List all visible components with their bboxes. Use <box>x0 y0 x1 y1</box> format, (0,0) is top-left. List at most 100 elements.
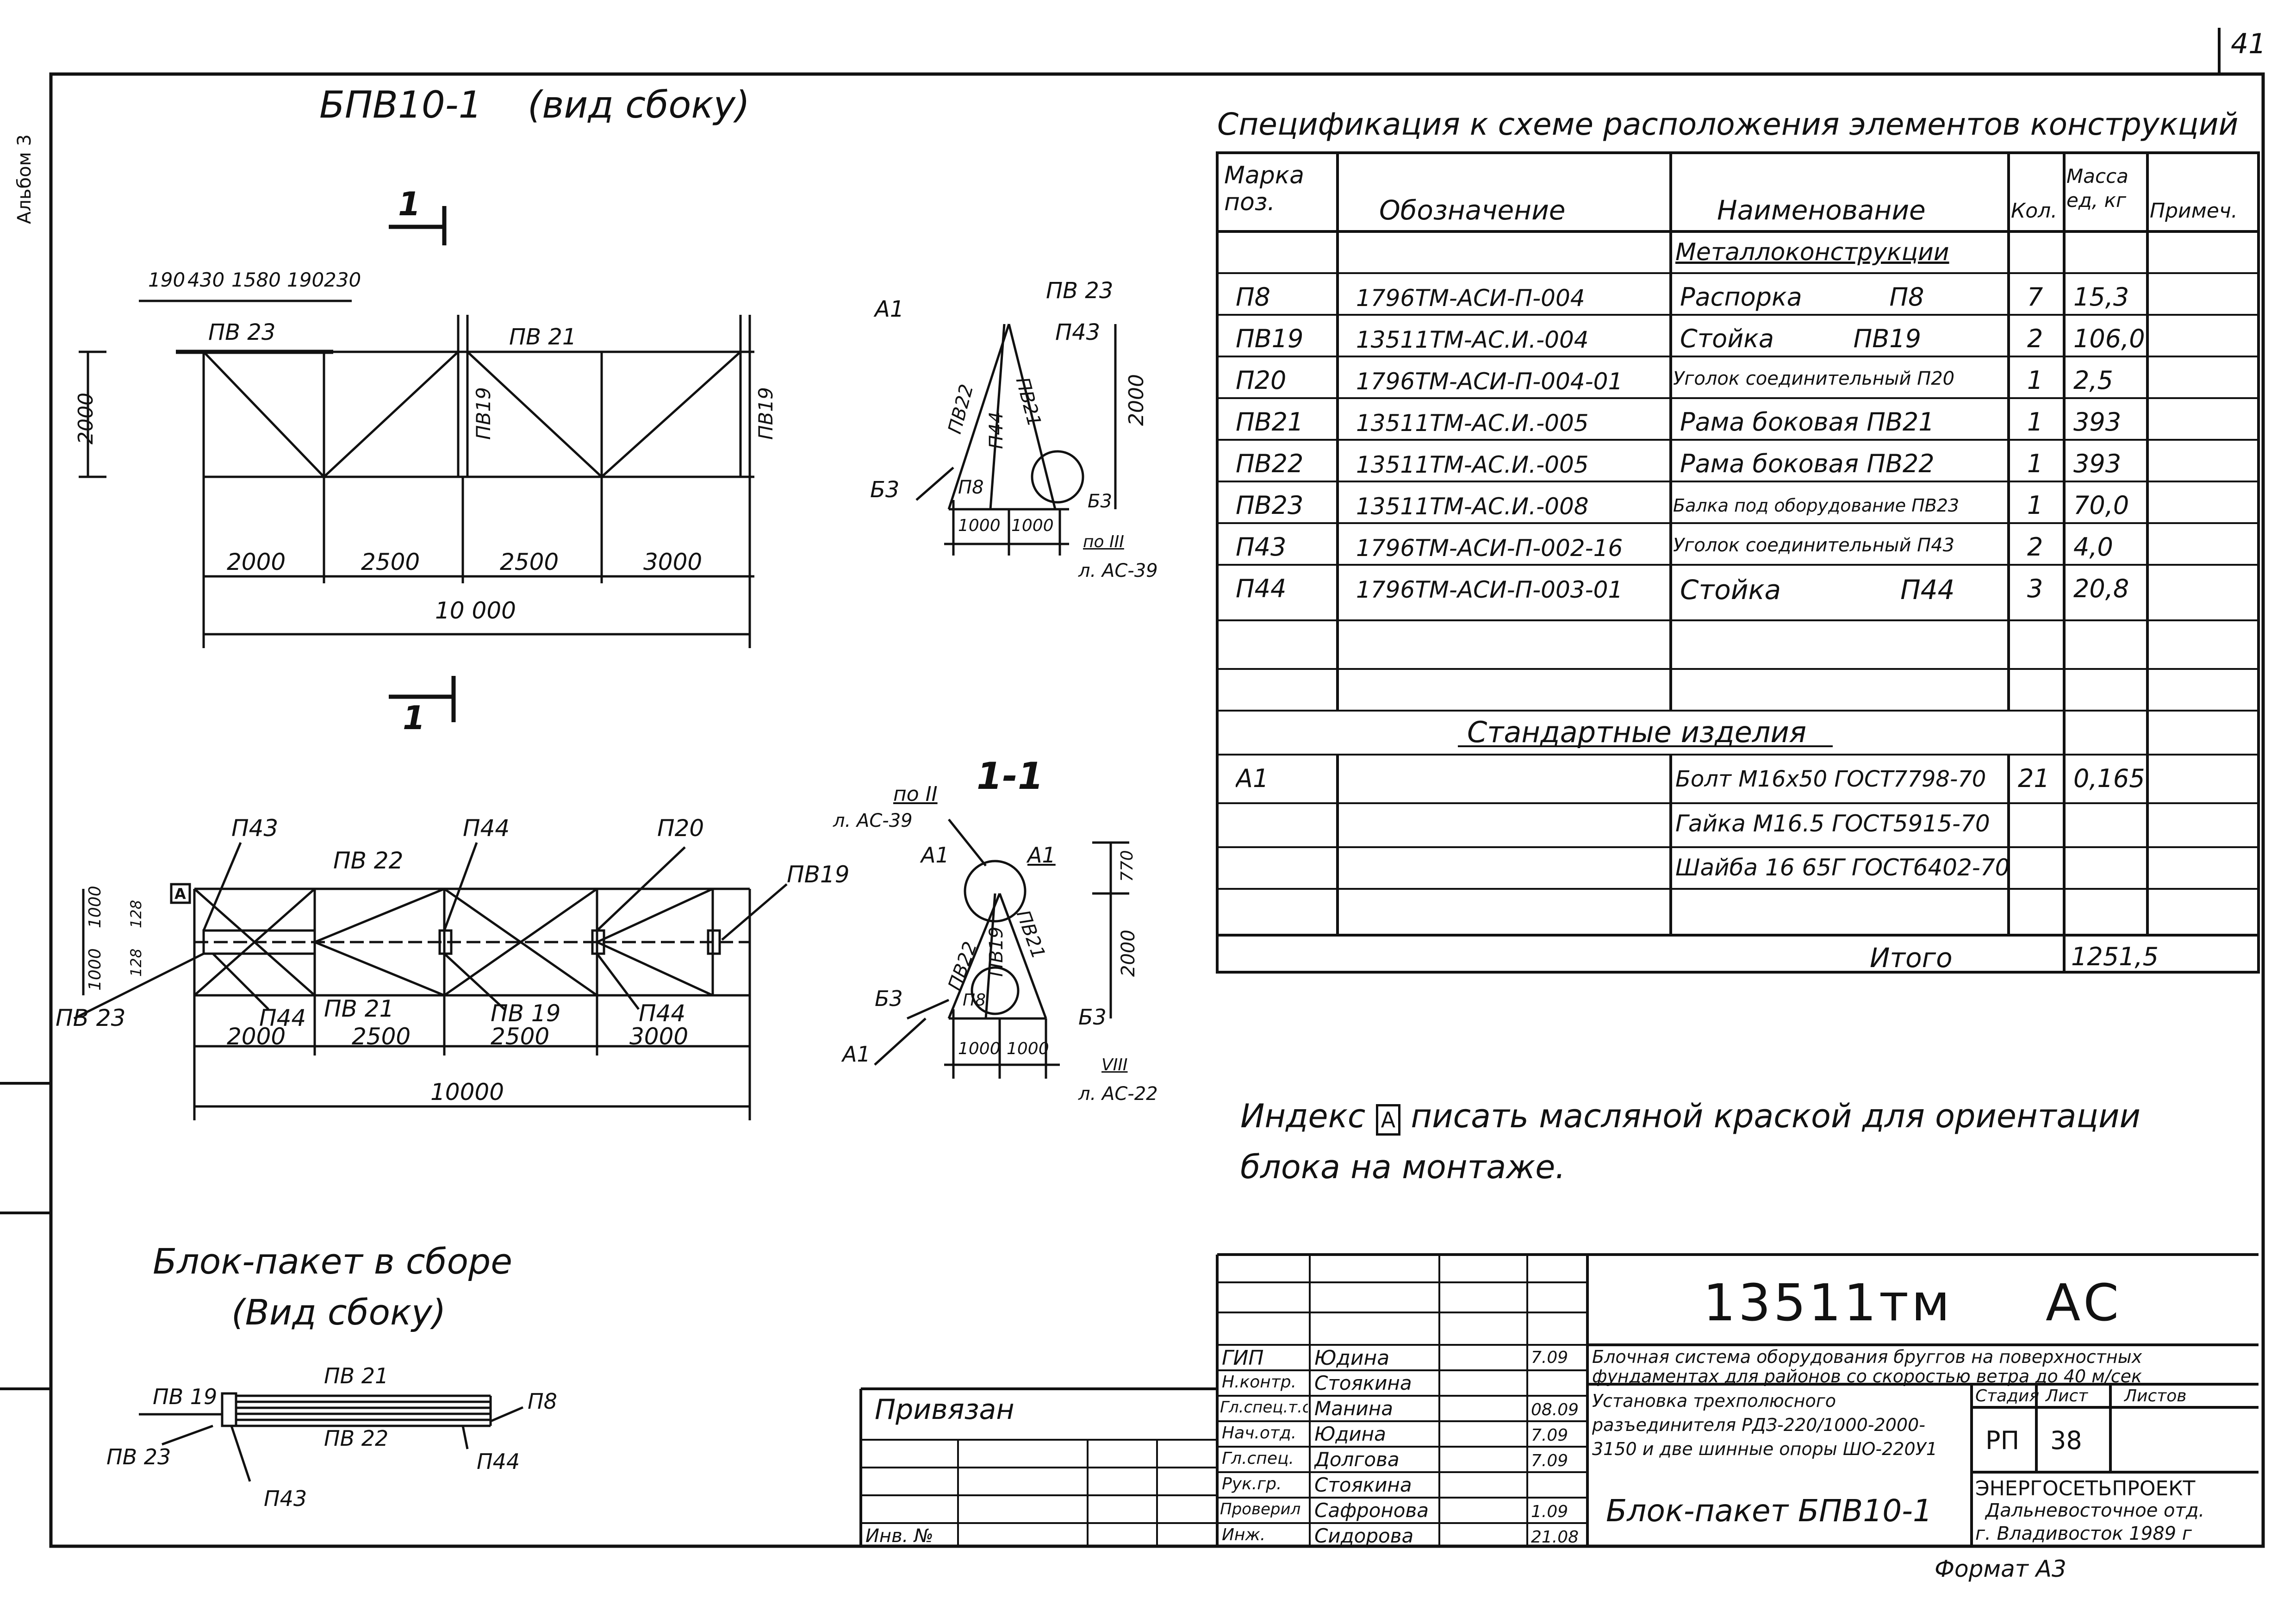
section-1-1-label: П8 <box>963 991 986 1010</box>
row-name: Балка под оборудование ПВ23 <box>1673 495 1960 516</box>
row-designation: 13511ТМ-АС.И.-005 <box>1356 451 1589 478</box>
org-line1: ЭНЕРГОСЕТЬПРОЕКТ <box>1975 1477 2196 1500</box>
title-code-number: 13511тм <box>1703 1273 1953 1332</box>
row-qty: 7 <box>2027 282 2043 312</box>
title-block-grid <box>859 1253 2259 1546</box>
row-mass: 2,5 <box>2073 366 2113 395</box>
section-top-label: ПВ 23 <box>1046 278 1114 304</box>
member-label: ПВ 21 <box>509 324 577 350</box>
sig-role: Н.контр. <box>1222 1373 1297 1392</box>
row-mass: 15,3 <box>2073 282 2129 312</box>
row-designation: 1796ТМ-АСИ-П-004 <box>1356 285 1585 312</box>
note-word: Индекс <box>1240 1097 1366 1135</box>
section-1-1 <box>874 818 1129 1079</box>
spec-total-label: Итого <box>1870 942 1953 974</box>
spec-title: Спецификация к схеме расположения элемен… <box>1217 106 2239 142</box>
plan-label: П20 <box>657 815 704 842</box>
row-mark: П43 <box>1236 532 1287 562</box>
spec-header-qty: Кол. <box>2011 199 2058 223</box>
side-view-subtitle: (вид сбоку) <box>528 83 750 126</box>
row-mark: ПВ21 <box>1236 407 1304 437</box>
assembled-label: ПВ 22 <box>324 1426 389 1451</box>
row-designation: 1796ТМ-АСИ-П-004-01 <box>1356 368 1623 395</box>
title-code: 13511тм АС <box>1703 1273 2122 1332</box>
top-dim: 230 <box>324 269 361 291</box>
top-dim: 190 <box>148 269 186 291</box>
top-dim: 430 <box>187 269 225 291</box>
row-name: Стойка П44 <box>1680 574 1955 606</box>
note-line2: блока на монтаже. <box>1240 1148 1566 1186</box>
height-dim: 2000 <box>74 393 98 444</box>
sig-role: ГИП <box>1222 1346 1264 1370</box>
index-mark: А <box>174 885 186 903</box>
sig-date: 1.09 <box>1531 1502 1568 1521</box>
row-mass: 20,8 <box>2073 574 2129 603</box>
row-mass: 106,0 <box>2073 324 2145 353</box>
left-margin-label: Альбом 3 <box>14 134 35 224</box>
plan-label: ПВ19 <box>787 861 850 888</box>
section-top-label: П43 <box>1055 319 1101 345</box>
assembled-label: П43 <box>264 1486 307 1511</box>
plan-span-dim: 3000 <box>629 1023 689 1050</box>
row-mark: ПВ19 <box>1236 324 1304 353</box>
member-label: ПВ19 <box>472 387 495 440</box>
note-index-box: А <box>1375 1104 1401 1136</box>
section-top-frame <box>915 324 1117 556</box>
plan-label: П44 <box>259 1005 306 1031</box>
sig-date: 7.09 <box>1531 1426 1568 1445</box>
sig-name: Юдина <box>1314 1346 1390 1370</box>
span-dim: 2500 <box>361 549 420 575</box>
section-1-1-ref-sheet2: л. АС-22 <box>1078 1083 1158 1105</box>
plan-label: П44 <box>639 1000 686 1027</box>
sig-name: Стоякина <box>1314 1474 1412 1496</box>
page-number: 41 <box>2231 28 2266 60</box>
spec-table-grid <box>1216 151 2260 974</box>
plan-span-dim: 2500 <box>491 1023 550 1050</box>
sheet-header: Лист <box>2046 1387 2088 1405</box>
row-name: Болт М16х50 ГОСТ7798-70 <box>1675 766 1986 792</box>
format-label: Формат А3 <box>1935 1555 2066 1582</box>
assembled-label: ПВ 23 <box>106 1444 171 1469</box>
row-mark: П20 <box>1236 366 1287 395</box>
inv-label: Инв. № <box>865 1525 933 1547</box>
assembled-subtitle: (Вид сбоку) <box>231 1292 446 1333</box>
section-1-1-title: 1-1 <box>977 755 1044 798</box>
section-1-1-dim: 770 <box>1118 850 1137 882</box>
row-name: Рама боковая ПВ22 <box>1680 449 1935 478</box>
row-name: Шайба 16 65Г ГОСТ6402-70 <box>1675 854 2010 881</box>
section-1-1-label: Б3 <box>1078 1005 1107 1030</box>
row-qty: 1 <box>2027 491 2043 520</box>
assembled-label: П44 <box>477 1449 520 1474</box>
row-designation: 1796ТМ-АСИ-П-002-16 <box>1356 535 1623 562</box>
org-line2: Дальневосточное отд. <box>1985 1500 2205 1521</box>
section-1-1-dim: 1000 <box>958 1039 1001 1058</box>
plan-left-dim: 1000 <box>86 886 105 928</box>
section-1-1-dim: 1000 <box>1007 1039 1049 1058</box>
assembled-title: Блок-пакет в сборе <box>153 1241 512 1282</box>
section-1-1-ref-node: по II <box>893 782 938 806</box>
top-dim: 1580 <box>231 269 281 291</box>
section-1-1-label: А1 <box>921 843 949 868</box>
note-line1: Индекс А писать масляной краской для ори… <box>1240 1097 2140 1136</box>
section-1-1-label: ПВ19 <box>986 926 1007 977</box>
row-mark: А1 <box>1236 764 1269 793</box>
sig-role: Рук.гр. <box>1222 1474 1282 1493</box>
project-desc: Блочная система оборудования бруггов на … <box>1592 1347 2142 1387</box>
row-qty: 21 <box>2018 764 2050 793</box>
sig-date: 21.08 <box>1531 1528 1579 1547</box>
plan-span-dim: 2000 <box>227 1023 286 1050</box>
row-name: Гайка М16.5 ГОСТ5915-70 <box>1675 810 1990 837</box>
member-label: ПВ19 <box>754 387 777 440</box>
side-view-truss <box>79 206 754 722</box>
spec-total-value: 1251,5 <box>2071 942 2159 971</box>
section-top-dim: 1000 <box>1011 516 1054 535</box>
row-mark: ПВ23 <box>1236 491 1304 520</box>
row-mass: 393 <box>2073 407 2122 437</box>
sig-name: Юдина <box>1314 1423 1386 1445</box>
section-top-label: Б3 <box>870 477 900 503</box>
sig-date: 08.09 <box>1531 1400 1579 1419</box>
section-mark-bottom: 1 <box>403 699 425 737</box>
ref-node: по III <box>1083 532 1124 551</box>
row-qty: 2 <box>2027 532 2043 562</box>
